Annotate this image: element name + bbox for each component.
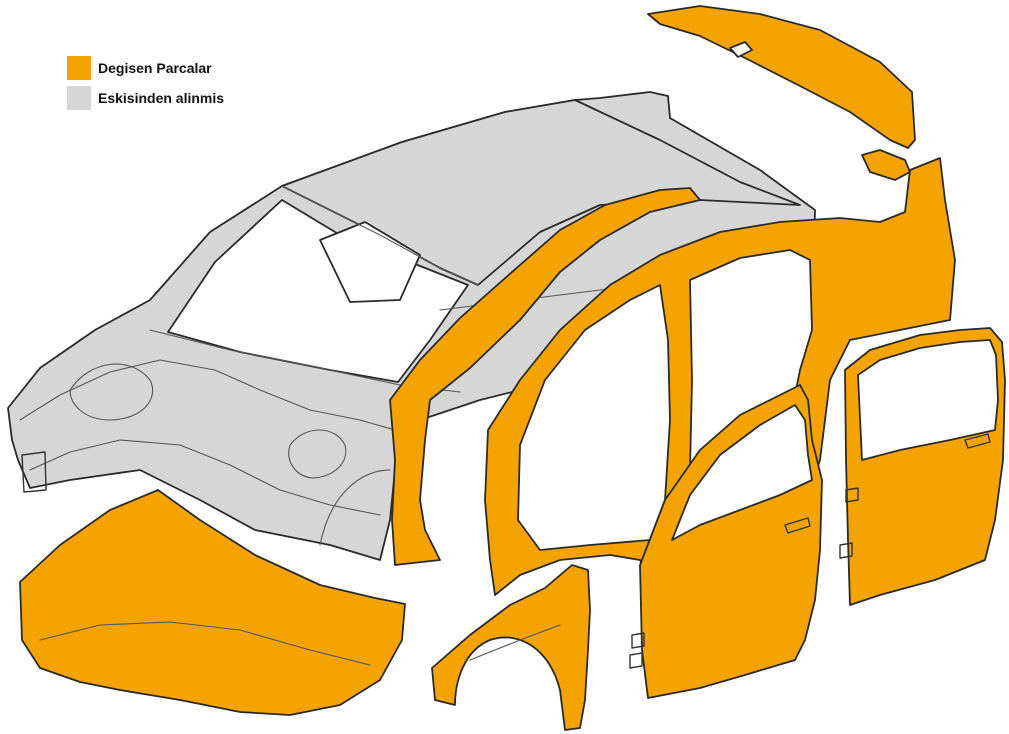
side-window-opening [319,221,421,303]
legend-label-original: Eskisinden alinmis [98,90,225,106]
hood [19,489,406,716]
roof-edge [281,185,479,286]
front-door-handle [784,517,811,534]
rear-door-handle [964,433,991,449]
legend-swatch-original [67,86,91,110]
front-frame-horn [21,451,47,493]
legend-label-replaced: Degisen Parcalar [98,60,212,76]
legend-item-original: Eskisinden alinmis [67,86,224,110]
legend-swatch-replaced [67,56,91,80]
rear-door-hinge-upper [845,487,859,503]
front-fender [431,564,591,731]
legend-item-replaced: Degisen Parcalar [67,56,224,80]
strut-tower-right [288,429,347,479]
legend: Degisen Parcalar Eskisinden alinmis [67,56,224,116]
rear-panel-bracket [861,149,911,181]
front-door-window [671,404,813,541]
strut-tower-left [69,363,153,421]
fender-crease [469,624,561,661]
hood-crease [39,621,371,666]
front-door-hinge-upper [631,632,645,649]
engine-bay-crossmember [29,439,381,516]
trunk-lock-cutout [729,41,753,58]
rear-door-window [857,339,999,461]
engine-bay-rail [19,359,396,431]
rear-door-hinge-lower [839,542,853,559]
replaced-parts [19,5,1006,731]
wheel-arch-front [319,469,391,546]
body-side-frame [389,187,701,566]
front-door-opening [517,284,671,551]
trunk-lid-edge [699,35,891,141]
front-door-hinge-lower [629,652,643,669]
